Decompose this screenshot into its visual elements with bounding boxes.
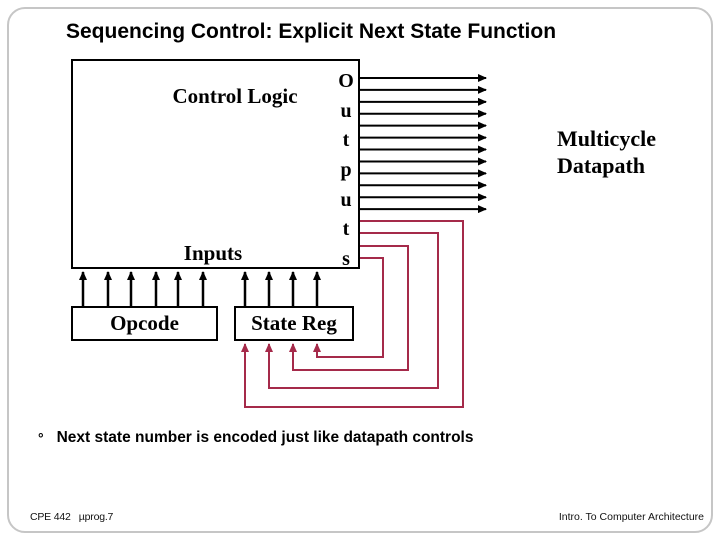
outputs-letter: u [340,188,352,211]
bullet-marker-icon: ° [38,430,44,446]
input-arrows [79,271,321,307]
opcode-label: Opcode [110,311,179,335]
slide-title: Sequencing Control: Explicit Next State … [66,20,557,43]
outputs-letter: s [342,247,350,270]
control-logic-box [71,59,360,269]
multicycle-datapath-line1: Multicycle [557,126,656,151]
multicycle-datapath-label: Multicycle Datapath [557,125,656,179]
state-reg-label: State Reg [251,311,337,335]
control-logic-label: Control Logic [172,84,298,108]
bullet-line: ° Next state number is encoded just like… [38,429,473,447]
outputs-letter: t [342,129,350,152]
opcode-box: Opcode [71,306,218,341]
inputs-label: Inputs [183,241,243,265]
multicycle-datapath-line2: Datapath [557,153,646,178]
output-arrows [359,74,487,214]
outputs-letter: t [342,218,350,241]
footer-course-label: CPE 442 µprog.7 [30,511,114,523]
outputs-letter: p [340,158,352,181]
outputs-letter: u [340,99,352,122]
footer-course-title: Intro. To Computer Architecture [558,511,704,523]
bullet-text: Next state number is encoded just like d… [56,429,474,446]
state-reg-box: State Reg [234,306,354,341]
outputs-letter: O [338,70,354,92]
